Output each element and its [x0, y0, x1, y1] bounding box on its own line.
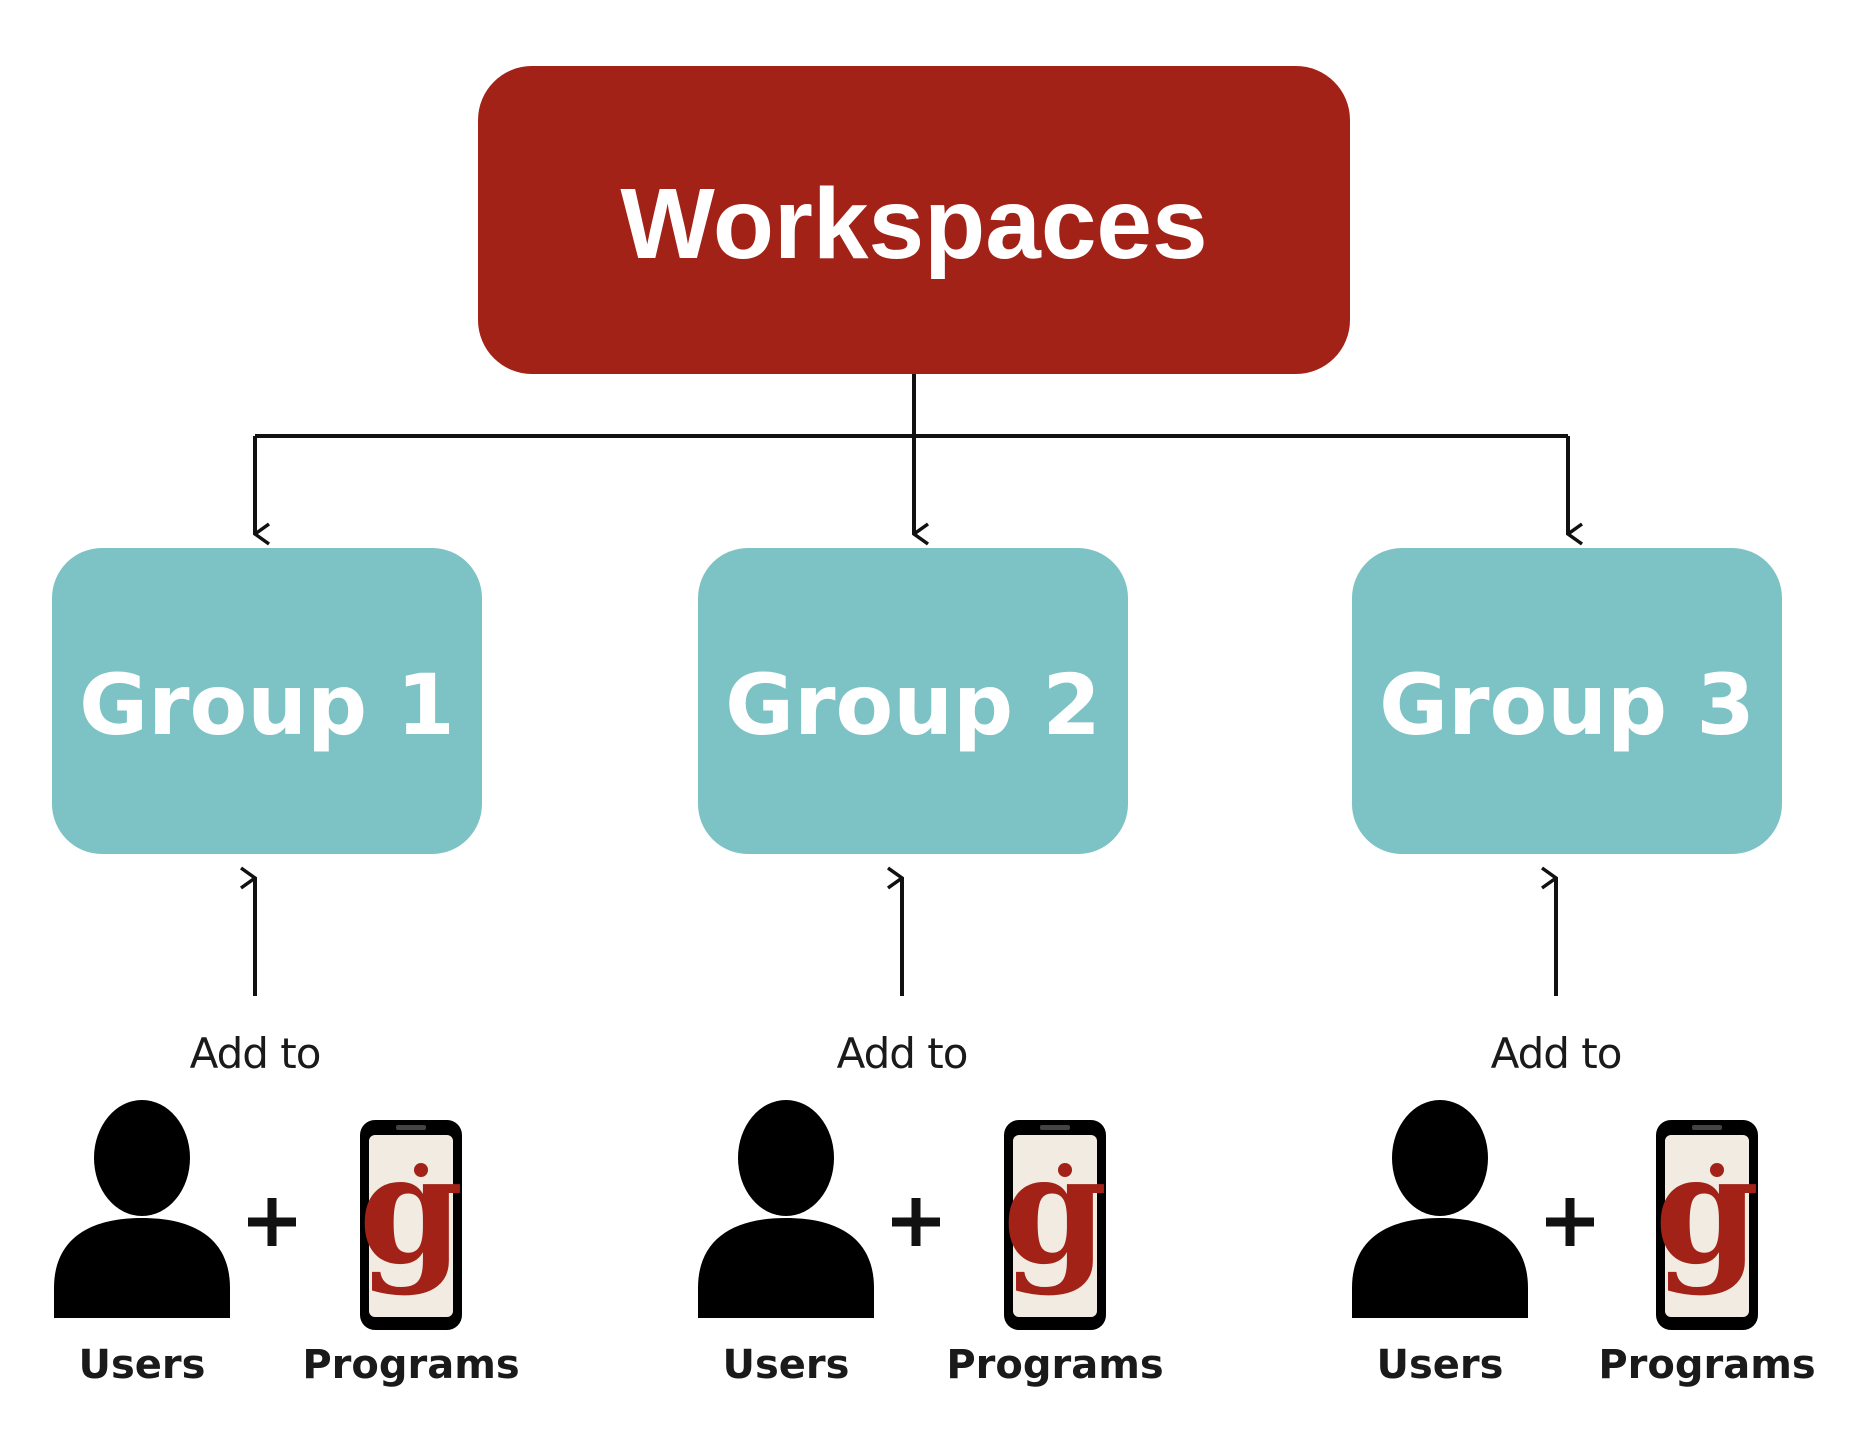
- workspaces-node: Workspaces: [478, 66, 1350, 374]
- phone-app-logo-icon: g: [1003, 1120, 1108, 1330]
- programs-label: Programs: [302, 1342, 519, 1388]
- user-icon: [1352, 1100, 1528, 1318]
- add-to-label: Add to: [837, 1029, 968, 1078]
- user-icon: [54, 1100, 230, 1318]
- group-box: [698, 548, 1128, 854]
- users-label: Users: [79, 1342, 206, 1388]
- group-column-2: Group 2 Add to g Users Programs: [698, 548, 1164, 1388]
- root-connectors: [253, 374, 1568, 534]
- programs-label: Programs: [1598, 1342, 1815, 1388]
- group-column-3: Group 3 Add to g Users Programs: [1352, 548, 1816, 1388]
- group-label: Group 3: [1379, 656, 1755, 754]
- users-label: Users: [1377, 1342, 1504, 1388]
- phone-app-logo-icon: g: [359, 1120, 464, 1330]
- group-label: Group 1: [79, 656, 455, 754]
- logo-letter: g: [359, 1122, 464, 1298]
- add-to-label: Add to: [190, 1029, 321, 1078]
- plus-icon: [892, 1198, 940, 1246]
- group-box: [52, 548, 482, 854]
- workspaces-box: [478, 66, 1350, 374]
- logo-letter: g: [1655, 1122, 1760, 1298]
- group-column-1: Group 1 Add to g Users Programs: [52, 548, 520, 1388]
- plus-icon: [248, 1198, 296, 1246]
- plus-icon: [1546, 1198, 1594, 1246]
- add-to-label: Add to: [1491, 1029, 1622, 1078]
- logo-letter: g: [1003, 1122, 1108, 1298]
- phone-app-logo-icon: g: [1655, 1120, 1760, 1330]
- group-box: [1352, 548, 1782, 854]
- workspaces-label: Workspaces: [620, 168, 1207, 280]
- user-icon: [698, 1100, 874, 1318]
- programs-label: Programs: [946, 1342, 1163, 1388]
- group-label: Group 2: [725, 656, 1101, 754]
- users-label: Users: [723, 1342, 850, 1388]
